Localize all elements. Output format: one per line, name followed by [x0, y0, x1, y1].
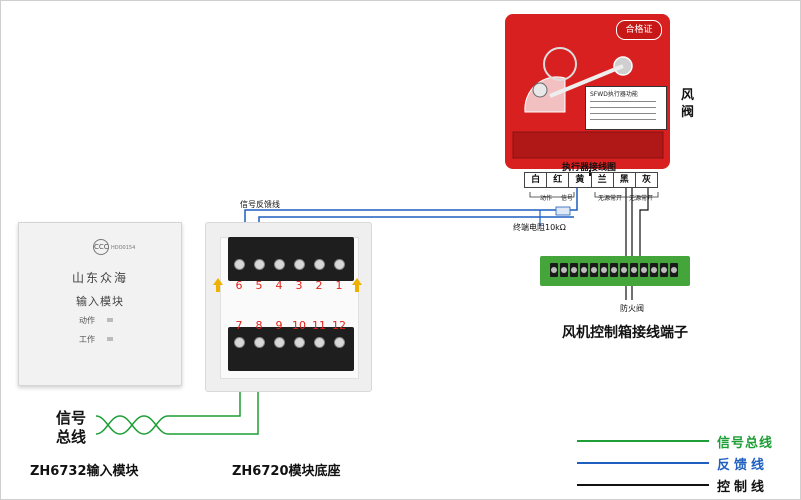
- top-terminal-strip: [228, 237, 354, 281]
- work-led: [107, 337, 113, 341]
- terminal-screw: [334, 337, 345, 348]
- sub-power-2: 无源常开: [629, 195, 654, 202]
- fan-terminal: [620, 263, 628, 277]
- plate-title: SFWD执行器功能: [590, 91, 638, 98]
- signal-feedback-label: 信号反馈线: [240, 200, 280, 209]
- terminal-screw: [294, 337, 305, 348]
- terminal-number: 11: [312, 319, 326, 332]
- resistor-label: 终端电阻10kΩ: [513, 223, 566, 232]
- terminal-number: 4: [275, 279, 283, 292]
- terminal-screw: [294, 259, 305, 270]
- legend-feedback-line: [577, 462, 709, 464]
- wire-color: 黑: [614, 173, 636, 187]
- terminal-screw: [314, 259, 325, 270]
- terminal-screw: [254, 337, 265, 348]
- bus-label-2: 总线: [56, 428, 87, 446]
- sub-power-1: 无源常开: [598, 195, 623, 202]
- fan-terminal: [660, 263, 668, 277]
- wire-color: 黄: [569, 173, 592, 187]
- arrow-up-icon: [352, 278, 362, 285]
- terminal-screw: [234, 259, 245, 270]
- base-caption: ZH6720模块底座: [232, 464, 341, 479]
- bottom-terminal-strip: [228, 327, 354, 371]
- terminal-number: 7: [235, 319, 243, 332]
- plate-line: [590, 101, 656, 102]
- fan-caption: 风机控制箱接线端子: [562, 325, 688, 341]
- action-label: 动作: [79, 316, 95, 325]
- fan-terminal-block: [540, 256, 690, 286]
- bus-label-1: 信号: [56, 409, 87, 427]
- fan-terminal: [590, 263, 598, 277]
- module-model-number: HDO0154: [111, 245, 136, 251]
- fire-valve-label: 防火阀: [620, 304, 644, 313]
- terminal-number: 10: [292, 319, 306, 332]
- control-wire-c: [639, 188, 649, 270]
- damper-label-1: 风: [681, 88, 695, 103]
- terminal-number: 6: [235, 279, 243, 292]
- terminal-screw: [274, 337, 285, 348]
- fan-terminal: [610, 263, 618, 277]
- terminal-number: 2: [315, 279, 323, 292]
- arrow-up-icon: [213, 278, 223, 285]
- legend-control-text: 控制线: [717, 480, 769, 495]
- module-title: 输入模块: [76, 295, 124, 308]
- damper-actuator: 合格证 SFWD执行器功能: [505, 14, 670, 169]
- fan-terminal: [600, 263, 608, 277]
- sub-signal: 信号: [561, 195, 574, 202]
- wire-color: 白: [525, 173, 548, 187]
- function-plate: SFWD执行器功能: [585, 86, 667, 130]
- terminal-number: 12: [332, 319, 346, 332]
- legend-feedback-text: 反馈线: [717, 458, 769, 473]
- terminal-number: 1: [335, 279, 343, 292]
- plate-line: [590, 107, 656, 108]
- terminal-number: 8: [255, 319, 263, 332]
- module-base: 6 5 4 3 2 1 7 8 9 10 11 12: [205, 222, 372, 392]
- terminal-screw: [334, 259, 345, 270]
- fan-terminal: [580, 263, 588, 277]
- terminal-number: 9: [275, 319, 283, 332]
- fan-terminal: [570, 263, 578, 277]
- bus-twist-b: [95, 415, 175, 435]
- fan-terminal: [550, 263, 558, 277]
- actuator-graphics: [512, 47, 664, 159]
- module-caption: ZH6732输入模块: [30, 464, 139, 479]
- legend-bus-text: 信号总线: [717, 436, 774, 451]
- fan-terminal: [670, 263, 678, 277]
- input-module: CCC HDO0154 山东众海 输入模块 动作 工作: [18, 222, 182, 386]
- wiring-title: 执行器接线图: [562, 163, 617, 173]
- certificate-stamp: 合格证: [616, 20, 662, 40]
- resistor-box: [555, 206, 571, 216]
- sub-action: 动作: [540, 195, 553, 202]
- terminal-screw: [234, 337, 245, 348]
- terminal-number: 5: [255, 279, 263, 292]
- plate-line: [590, 113, 656, 114]
- legend-bus-line: [577, 440, 709, 442]
- wire-color-table: 白 红 黄 兰 黑 灰: [524, 172, 658, 188]
- damper-label-2: 阀: [681, 105, 695, 120]
- terminal-screw: [314, 337, 325, 348]
- arrow-stem: [216, 285, 220, 292]
- plate-line: [590, 119, 656, 120]
- legend-control-line: [577, 484, 709, 486]
- action-led: [107, 318, 113, 322]
- wire-color: 灰: [641, 175, 651, 185]
- fan-terminal: [650, 263, 658, 277]
- fan-terminal: [640, 263, 648, 277]
- wire-color: 红: [547, 173, 570, 187]
- terminal-number: 3: [295, 279, 303, 292]
- ccc-logo: CCC: [93, 239, 109, 255]
- terminal-screw: [274, 259, 285, 270]
- fan-terminal: [630, 263, 638, 277]
- wire-color: 兰: [592, 173, 614, 187]
- terminal-screw: [254, 259, 265, 270]
- arrow-stem: [355, 285, 359, 292]
- work-label: 工作: [79, 335, 95, 344]
- fan-terminal: [560, 263, 568, 277]
- module-brand: 山东众海: [71, 271, 128, 285]
- table-bracket: [529, 192, 659, 198]
